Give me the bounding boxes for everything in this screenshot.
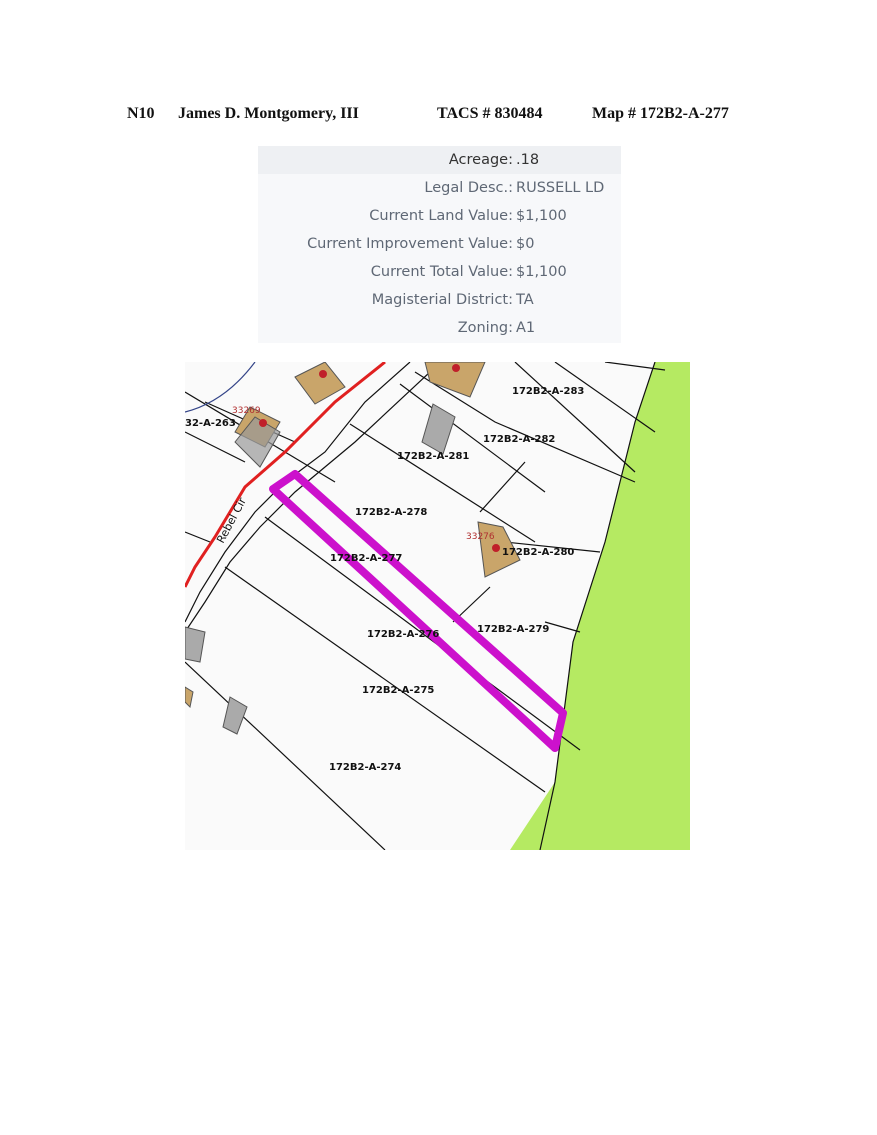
info-label: Current Total Value: <box>370 264 513 280</box>
parcel-label: 172B2-A-282 <box>483 434 555 445</box>
info-row-land-value: Current Land Value:$1,100 <box>258 202 621 230</box>
parcel-label: 172B2-A-278 <box>355 507 427 518</box>
parcel-lines <box>185 362 666 850</box>
record-id: N10 <box>127 105 155 122</box>
owner-name: James D. Montgomery, III <box>178 105 359 122</box>
parcel-label: 32-A-263 <box>185 418 236 429</box>
road-centerline <box>185 362 386 588</box>
parcel-map: 172B2-A-283 172B2-A-282 172B2-A-281 172B… <box>185 362 690 850</box>
parcel-label: 172B2-A-274 <box>329 762 401 773</box>
info-label: Zoning: <box>457 320 513 336</box>
map-number: Map # 172B2-A-277 <box>592 105 729 122</box>
info-row-total-value: Current Total Value:$1,100 <box>258 258 621 286</box>
buildings <box>185 362 521 735</box>
parcel-label: 172B2-A-277 <box>330 553 402 564</box>
street-label: Rebel Cir <box>214 495 249 545</box>
info-label: Current Land Value: <box>369 208 513 224</box>
info-label: Magisterial District: <box>371 292 513 308</box>
info-label: Legal Desc.: <box>424 180 513 196</box>
info-row-district: Magisterial District:TA <box>258 286 621 314</box>
info-row-acreage: Acreage:.18 <box>258 146 621 174</box>
info-value: A1 <box>516 320 536 336</box>
parcel-info-table: Acreage:.18 Legal Desc.:RUSSELL LD Curre… <box>258 146 621 343</box>
info-value: $0 <box>516 236 535 252</box>
parcel-label: 172B2-A-275 <box>362 685 434 696</box>
info-row-improvement-value: Current Improvement Value:$0 <box>258 230 621 258</box>
parcel-label: 172B2-A-283 <box>512 386 584 397</box>
tacs-number: TACS # 830484 <box>437 105 543 122</box>
info-row-legal: Legal Desc.:RUSSELL LD <box>258 174 621 202</box>
info-value: $1,100 <box>516 208 567 224</box>
county-boundary <box>185 362 256 413</box>
parcel-label: 172B2-A-280 <box>502 547 574 558</box>
info-label: Acreage: <box>448 152 513 168</box>
highlighted-parcel-outline <box>269 470 567 752</box>
info-label: Current Improvement Value: <box>307 236 513 252</box>
address-label: 33276 <box>466 532 495 542</box>
info-value: RUSSELL LD <box>516 180 605 196</box>
green-area <box>510 362 690 850</box>
parcel-label: 172B2-A-279 <box>477 624 549 635</box>
address-label: 33269 <box>232 406 261 416</box>
info-row-zoning: Zoning:A1 <box>258 314 621 342</box>
info-value: $1,100 <box>516 264 567 280</box>
parcel-label: 172B2-A-276 <box>367 629 439 640</box>
info-value: TA <box>516 292 534 308</box>
parcel-label: 172B2-A-281 <box>397 451 469 462</box>
info-value: .18 <box>516 152 540 168</box>
